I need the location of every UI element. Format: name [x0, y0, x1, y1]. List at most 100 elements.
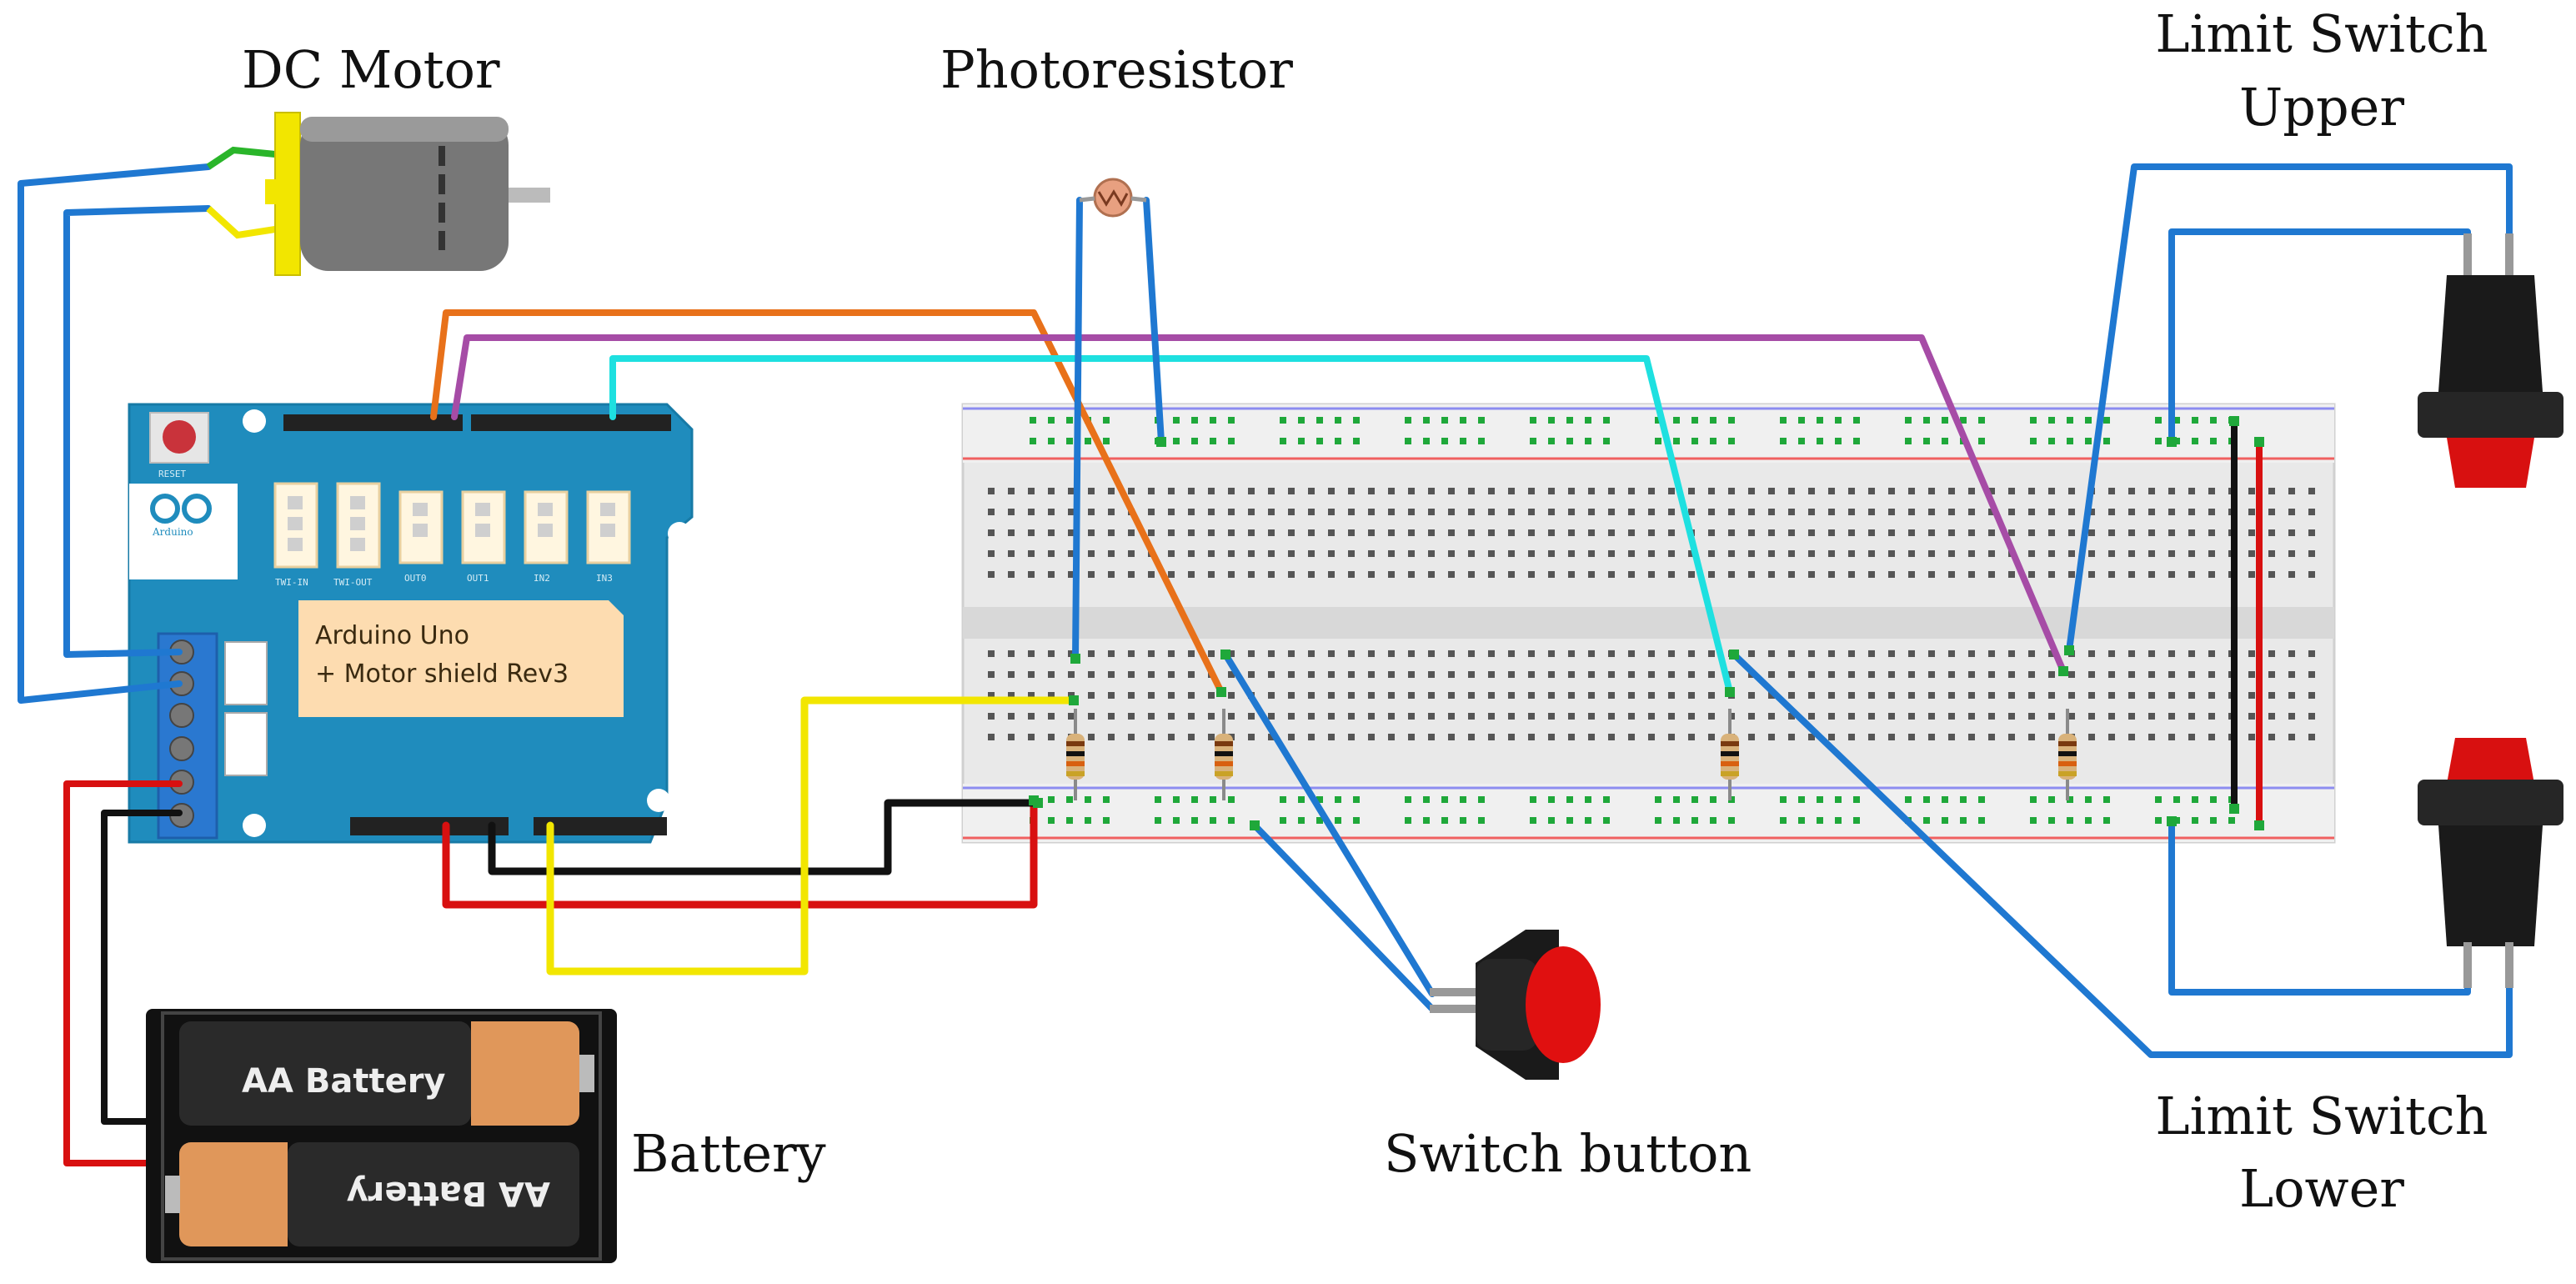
motor-body: [300, 117, 509, 271]
breadboard-hole: [1988, 713, 1995, 720]
breadboard-hole: [1673, 796, 1680, 803]
breadboard-hole: [1316, 817, 1323, 824]
motor-shaft: [509, 188, 550, 203]
breadboard-hole: [1088, 650, 1095, 657]
breadboard-hole: [1868, 734, 1875, 740]
breadboard-hole: [1817, 438, 1823, 444]
breadboard-hole: [2128, 509, 2135, 515]
breadboard-hole: [1280, 817, 1286, 824]
resistors: [1066, 709, 2077, 800]
breadboard-hole: [1728, 571, 1735, 578]
breadboard-hole: [1488, 488, 1495, 494]
breadboard-hole: [1888, 488, 1895, 494]
breadboard-hole: [1168, 734, 1175, 740]
breadboard-hole: [1478, 438, 1485, 444]
breadboard-hole: [2008, 529, 2015, 536]
motor-end-tab: [265, 179, 298, 204]
breadboard-hole: [1478, 817, 1485, 824]
limit-upper-button-icon[interactable]: [2447, 438, 2534, 488]
breadboard-hole: [1928, 488, 1935, 494]
breadboard-hole: [1768, 671, 1775, 678]
breadboard-hole: [1168, 671, 1175, 678]
breadboard-hole: [1030, 438, 1036, 444]
breadboard-hole: [2248, 650, 2255, 657]
wire-end-connector: [1070, 654, 1080, 664]
breadboard-hole: [1308, 529, 1315, 536]
breadboard-hole: [2008, 713, 2015, 720]
breadboard-hole: [1068, 550, 1075, 557]
breadboard-hole: [1508, 734, 1515, 740]
breadboard-hole: [2268, 650, 2275, 657]
breadboard-hole: [1585, 796, 1591, 803]
breadboard-hole: [2208, 692, 2215, 699]
breadboard-hole: [1508, 509, 1515, 515]
breadboard-hole: [1788, 713, 1795, 720]
breadboard-hole: [1008, 650, 1015, 657]
breadboard-hole: [2068, 713, 2075, 720]
breadboard-hole: [2188, 529, 2195, 536]
breadboard-hole: [1103, 417, 1110, 424]
breadboard-hole: [2088, 650, 2095, 657]
breadboard-hole: [1568, 734, 1575, 740]
wire-battery-red: [63, 780, 183, 1166]
breadboard-hole: [2268, 734, 2275, 740]
breadboard-hole: [1048, 509, 1055, 515]
breadboard-hole: [2268, 713, 2275, 720]
breadboard-hole: [1508, 571, 1515, 578]
breadboard-hole: [2088, 529, 2095, 536]
breadboard-hole: [1248, 650, 1255, 657]
breadboard-hole: [1728, 488, 1735, 494]
breadboard-hole: [2168, 692, 2175, 699]
port-in2: IN2: [524, 490, 569, 584]
breadboard-hole: [2067, 438, 2073, 444]
breadboard-hole: [1388, 713, 1395, 720]
breadboard-hole: [1603, 438, 1610, 444]
breadboard-hole: [2108, 692, 2115, 699]
breadboard-hole: [1188, 571, 1195, 578]
breadboard-hole: [2188, 734, 2195, 740]
breadboard-hole: [1888, 734, 1895, 740]
breadboard-hole: [1905, 438, 1912, 444]
breadboard-hole: [1603, 817, 1610, 824]
breadboard-hole: [2048, 417, 2055, 424]
switch-button-cap-icon[interactable]: [1526, 946, 1601, 1063]
breadboard-hole: [1468, 529, 1475, 536]
breadboard-hole: [1748, 529, 1755, 536]
breadboard-hole: [1648, 692, 1655, 699]
limit-lower-button-icon[interactable]: [2447, 738, 2534, 784]
breadboard-hole: [1248, 529, 1255, 536]
breadboard-hole: [1528, 650, 1535, 657]
breadboard-hole: [1628, 650, 1635, 657]
breadboard-hole: [1066, 796, 1073, 803]
breadboard-hole: [1568, 692, 1575, 699]
breadboard-hole: [1668, 488, 1675, 494]
breadboard-hole: [1088, 734, 1095, 740]
breadboard-hole: [1928, 650, 1935, 657]
reset-button-cap[interactable]: [163, 420, 196, 454]
breadboard-hole: [1428, 671, 1435, 678]
breadboard-hole: [1548, 550, 1555, 557]
breadboard-hole: [2168, 650, 2175, 657]
breadboard-hole: [1248, 488, 1255, 494]
breadboard-hole: [1488, 734, 1495, 740]
breadboard-hole: [1608, 550, 1615, 557]
breadboard-hole: [1835, 817, 1842, 824]
breadboard-hole: [1460, 817, 1466, 824]
breadboard-hole: [1868, 692, 1875, 699]
breadboard-hole: [1308, 571, 1315, 578]
motor-body-highlight: [300, 117, 509, 142]
breadboard-hole: [1908, 529, 1915, 536]
breadboard-hole: [1948, 671, 1955, 678]
breadboard-hole: [1288, 529, 1295, 536]
wire-end-connector: [1220, 650, 1230, 660]
breadboard-hole: [2085, 417, 2092, 424]
breadboard-hole: [2248, 488, 2255, 494]
breadboard-hole: [1691, 438, 1698, 444]
breadboard-hole: [2085, 796, 2092, 803]
breadboard-hole: [1208, 692, 1215, 699]
wire-motor-b: [63, 205, 212, 658]
breadboard-hole: [1298, 417, 1305, 424]
limit-lower-collar: [2418, 780, 2563, 825]
breadboard-hole: [1448, 509, 1455, 515]
breadboard-hole: [2030, 417, 2037, 424]
